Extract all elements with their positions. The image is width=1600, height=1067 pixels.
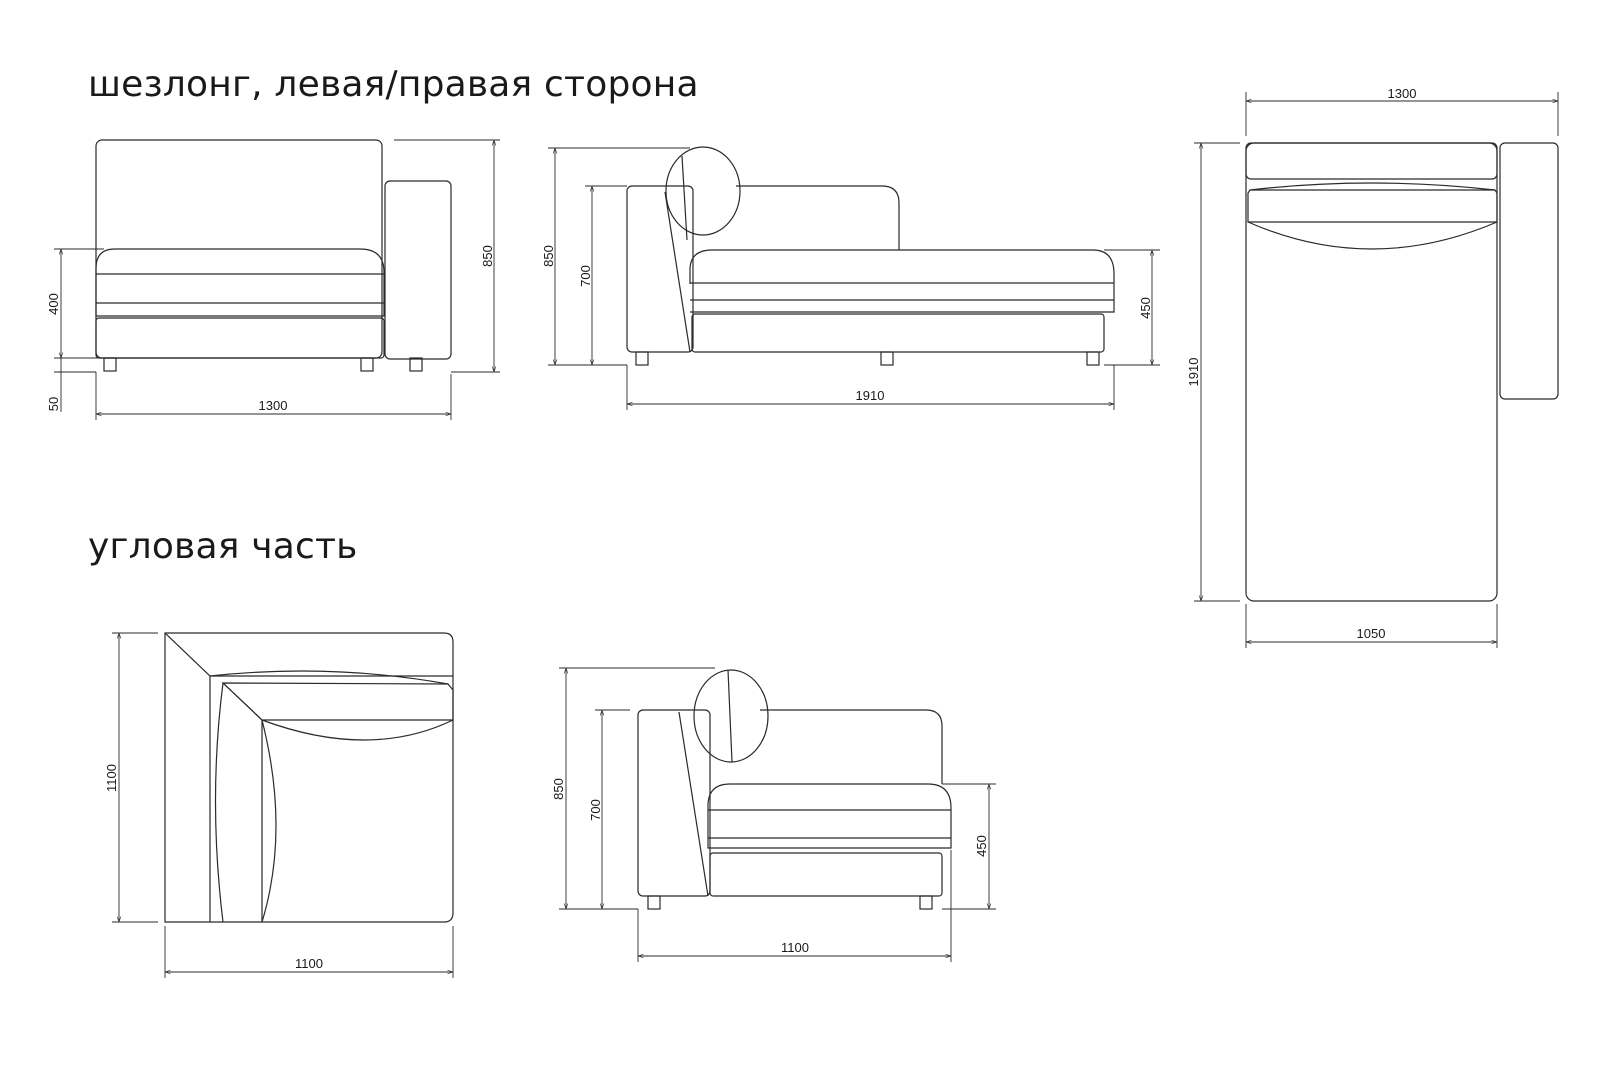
chaise-top-view: 1300 1910 1050: [1186, 86, 1558, 648]
armrest-outline: [637, 709, 711, 897]
seat-cushion: [707, 783, 952, 849]
leg: [360, 357, 374, 372]
dim-label: 1100: [295, 956, 323, 971]
leg: [635, 351, 649, 366]
chaise-side-view: 850 700 450 1910: [541, 146, 1160, 410]
dim-label: 1910: [856, 388, 885, 403]
pillow-outline: [693, 669, 769, 763]
backrest-outline: [760, 709, 943, 784]
pillow-outline: [665, 146, 741, 236]
corner-heading: угловая часть: [88, 526, 358, 567]
pillow-outline: [1247, 189, 1498, 223]
dim-label: 700: [578, 265, 593, 287]
backrest-outline: [1245, 142, 1498, 180]
dim-label: 850: [551, 778, 566, 800]
leg: [1086, 351, 1100, 366]
dim-label: 850: [541, 245, 556, 267]
dim-label: 1100: [104, 764, 119, 792]
dim-label: 1300: [259, 398, 288, 413]
dim-label: 1100: [781, 940, 809, 955]
chaise-body-outline: [1245, 142, 1498, 602]
backrest-outline: [736, 185, 900, 250]
chaise-front-view: 850 400 50 1300: [46, 140, 500, 420]
dim-label: 1300: [1388, 86, 1417, 101]
seat-cushion: [689, 249, 1115, 313]
dim-label: 400: [46, 293, 61, 315]
corner-side-view: 850 700 450 1100: [551, 668, 996, 962]
armrest-outline: [1499, 142, 1559, 400]
corner-top-view: 1100 1100: [104, 633, 453, 978]
dim-label: 1910: [1186, 358, 1201, 387]
leg: [919, 895, 933, 910]
leg: [409, 357, 423, 372]
seat-base: [709, 852, 943, 897]
chaise-heading: шезлонг, левая/правая сторона: [88, 64, 699, 105]
armrest-outline: [626, 185, 694, 353]
leg: [103, 357, 117, 372]
dim-label: 450: [1138, 297, 1153, 319]
dim-label: 850: [480, 245, 495, 267]
corner-pillow: [221, 682, 454, 721]
leg: [647, 895, 661, 910]
seat-base: [95, 317, 385, 359]
leg: [880, 351, 894, 366]
dim-label: 700: [588, 799, 603, 821]
dim-label: 1050: [1357, 626, 1386, 641]
armrest-outline: [384, 180, 452, 360]
seat-cushion: [95, 248, 385, 317]
seat-base: [691, 313, 1105, 353]
corner-outline: [164, 632, 454, 923]
dim-label: 450: [974, 835, 989, 857]
dim-label: 50: [46, 397, 61, 411]
